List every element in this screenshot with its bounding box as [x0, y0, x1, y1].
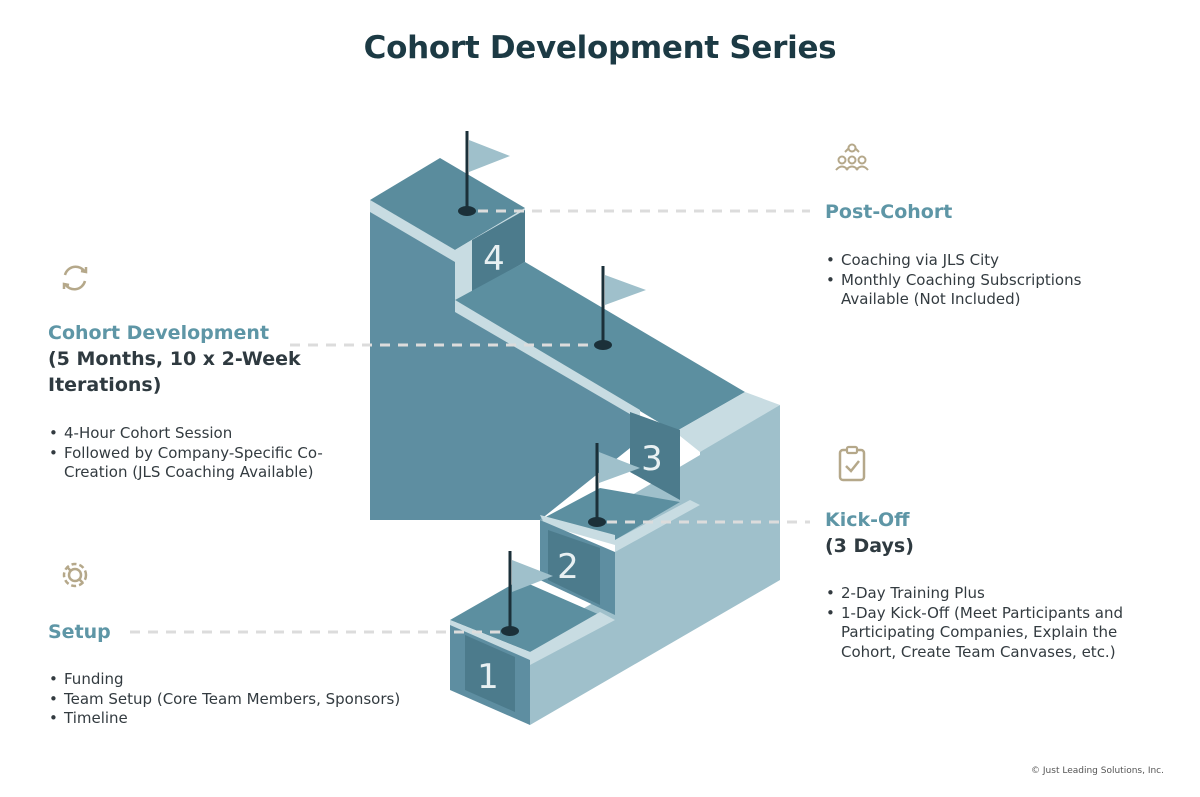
stair-right-side: [530, 405, 780, 725]
list-item: 2-Day Training Plus: [825, 584, 1155, 604]
copyright-text: © Just Leading Solutions, Inc.: [1031, 766, 1164, 776]
list-item: Funding: [48, 670, 428, 690]
flag-3: [594, 266, 646, 350]
flag-1: [501, 551, 553, 636]
list-item: Team Setup (Core Team Members, Sponsors): [48, 690, 428, 710]
list-item: 4-Hour Cohort Session: [48, 424, 368, 444]
post-cohort-title: Post-Cohort: [825, 201, 953, 223]
step-number-4: 4: [483, 239, 505, 279]
kick-off-subtitle: (3 Days): [825, 535, 914, 557]
kick-off-bullets: 2-Day Training Plus 1-Day Kick-Off (Meet…: [825, 584, 1155, 662]
step-4-top: [370, 158, 525, 250]
page-title: Cohort Development Series: [363, 30, 837, 66]
list-item: Monthly Coaching Subscriptions Available…: [825, 271, 1125, 310]
setup-bullets: Funding Team Setup (Core Team Members, S…: [48, 670, 428, 729]
step-number-3: 3: [641, 439, 663, 479]
list-item: Coaching via JLS City: [825, 251, 1125, 271]
list-item: Followed by Company-Specific Co-Creation…: [48, 444, 368, 483]
cohort-development-bullets: 4-Hour Cohort Session Followed by Compan…: [48, 424, 368, 483]
post-cohort-bullets: Coaching via JLS City Monthly Coaching S…: [825, 251, 1125, 310]
step-3-riser: [630, 412, 680, 500]
gear-icon: [55, 555, 95, 595]
step-number-1: 1: [477, 657, 499, 697]
refresh-cycle-icon: [55, 258, 95, 298]
flag-2: [588, 443, 640, 527]
step-number-2: 2: [557, 547, 579, 587]
flag-4: [458, 131, 510, 216]
stair-back-face: [370, 200, 640, 520]
list-item: Timeline: [48, 709, 428, 729]
kick-off-title: Kick-Off: [825, 509, 910, 531]
cohort-development-subtitle: (5 Months, 10 x 2-Week Iterations): [48, 348, 301, 396]
setup-title: Setup: [48, 621, 111, 643]
clipboard-check-icon: [832, 444, 872, 484]
team-growth-icon: [832, 138, 872, 178]
list-item: 1-Day Kick-Off (Meet Participants and Pa…: [825, 604, 1155, 663]
cohort-development-title: Cohort Development: [48, 322, 270, 344]
step-4-riser: [472, 210, 525, 292]
